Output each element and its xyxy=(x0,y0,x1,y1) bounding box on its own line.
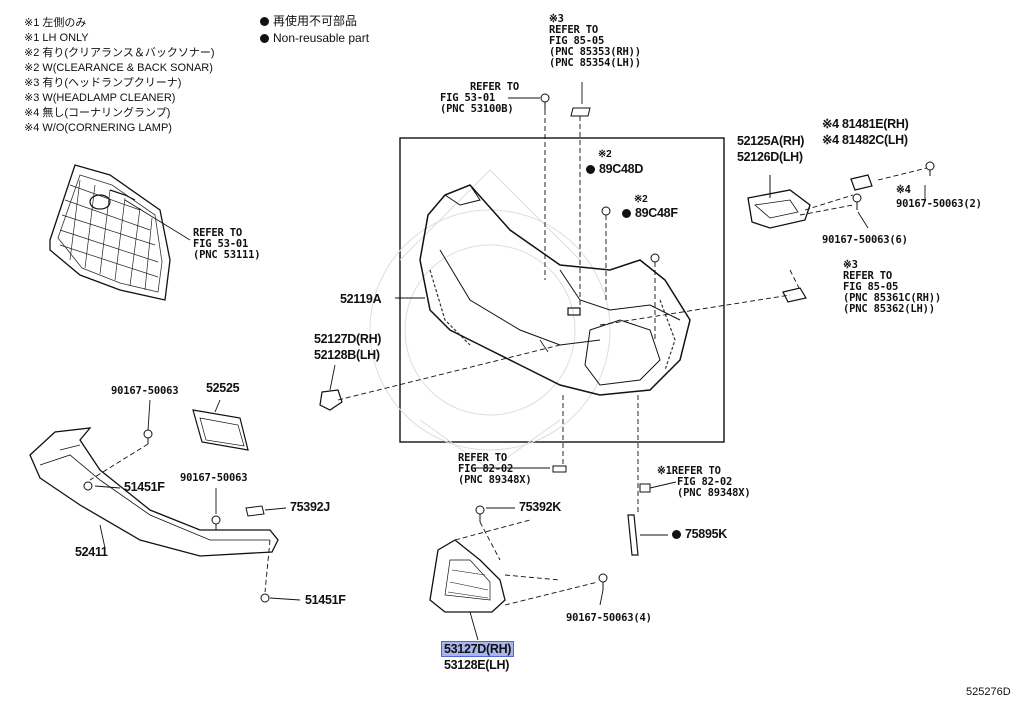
side-retainer-drawing xyxy=(747,175,811,229)
refer-line: FIG 53-01 xyxy=(193,238,249,250)
refer-fig82-02-right: ※1REFER TO FIG 82-02 (PNC 89348X) xyxy=(657,466,751,499)
part-note-mark: ※2 xyxy=(598,149,612,160)
part-label-52127d[interactable]: 52127D(RH) xyxy=(314,332,382,346)
tow-hook-cover-drawing xyxy=(319,389,343,411)
part-label-75895k[interactable]: 75895K xyxy=(672,527,727,541)
part-number: 89C48F xyxy=(635,206,678,220)
part-label-81482c[interactable]: ※4 81482C(LH) xyxy=(822,133,908,147)
refer-line: (PNC 53100B) xyxy=(440,103,514,115)
part-label-52126d[interactable]: 52126D(LH) xyxy=(737,150,803,164)
legend-note: ※3 W(HEADLAMP CLEANER) xyxy=(24,92,176,104)
part-label-90167-b[interactable]: 90167-50063 xyxy=(180,472,248,484)
part-label-90167-4[interactable]: 90167-50063(4) xyxy=(566,612,652,624)
part-label-75392j[interactable]: 75392J xyxy=(290,500,330,514)
refer-line: FIG 82-02 xyxy=(677,476,733,488)
refer-fig53-01-top: REFER TO FIG 53-01 (PNC 53100B) xyxy=(440,82,519,115)
headlamp-cleaner-cap-drawing xyxy=(782,287,807,303)
refer-line: FIG 82-02 xyxy=(458,463,514,475)
diagram-id: 525276D xyxy=(966,686,1011,698)
refer-fig85-05-right: ※3 REFER TO FIG 85-05 (PNC 85361C(RH)) (… xyxy=(843,260,941,315)
watermark-emblem xyxy=(369,169,611,471)
legend-note: ※1 左側のみ xyxy=(24,17,87,29)
part-label-52411[interactable]: 52411 xyxy=(75,545,108,559)
refer-text: REFER TO xyxy=(671,465,721,477)
legend-text: Non-reusable part xyxy=(273,31,370,45)
front-bumper-cover-drawing xyxy=(419,184,691,396)
part-label-51451f-b[interactable]: 51451F xyxy=(305,593,346,607)
note-mark: ※1 xyxy=(657,465,672,477)
part-label-90167-a[interactable]: 90167-50063 xyxy=(111,385,179,397)
refer-line: FIG 53-01 xyxy=(440,92,496,104)
legend-note: ※4 W/O(CORNERING LAMP) xyxy=(24,122,172,134)
refer-line: FIG 85-05 xyxy=(549,35,605,47)
leader-lines xyxy=(94,82,926,641)
legend-note: ※4 無し(コーナリングランプ) xyxy=(24,107,171,119)
legend-text: 再使用不可部品 xyxy=(273,14,358,28)
nonreusable-dot-icon xyxy=(586,165,595,174)
part-label-52128b[interactable]: 52128B(LH) xyxy=(314,348,380,362)
refer-line: REFER TO xyxy=(549,24,598,36)
lower-spoiler-drawing xyxy=(29,427,279,557)
part-label-81481e[interactable]: ※4 81481E(RH) xyxy=(822,117,909,131)
refer-line: REFER TO xyxy=(470,81,519,93)
legend-nonreusable-en: Non-reusable part xyxy=(260,32,369,44)
molding-75895k-drawing xyxy=(627,514,639,556)
refer-line: (PNC 85362(LH)) xyxy=(843,303,935,315)
part-label-89c48d[interactable]: 89C48D xyxy=(586,162,643,176)
refer-line: REFER TO xyxy=(843,270,892,282)
refer-line: ※3 xyxy=(843,259,858,271)
part-label-89c48f[interactable]: 89C48F xyxy=(622,206,678,220)
refer-fig82-02-center: REFER TO FIG 82-02 (PNC 89348X) xyxy=(458,452,532,486)
part-label-75392k[interactable]: 75392K xyxy=(519,500,561,514)
part-number: 75895K xyxy=(685,527,727,541)
nonreusable-dot-icon xyxy=(260,17,269,26)
refer-line: REFER TO xyxy=(458,452,507,464)
legend-nonreusable-jp: 再使用不可部品 xyxy=(260,15,357,27)
part-note-mark: ※2 xyxy=(634,194,648,205)
nonreusable-dot-icon xyxy=(622,209,631,218)
grille-drawing xyxy=(49,164,191,301)
refer-line: REFER TO xyxy=(193,227,242,239)
part-label-53128e[interactable]: 53128E(LH) xyxy=(444,658,510,672)
refer-line: (PNC 89348X) xyxy=(677,487,751,499)
nonreusable-dot-icon xyxy=(672,530,681,539)
connection-lines xyxy=(89,110,928,606)
part-label-52125a[interactable]: 52125A(RH) xyxy=(737,134,805,148)
legend-notes: ※1 左側のみ ※1 LH ONLY ※2 有り(クリアランス＆バックソナー) … xyxy=(24,16,215,136)
part-label-52525[interactable]: 52525 xyxy=(206,381,240,395)
refer-line: ※1REFER TO xyxy=(657,466,750,477)
fasteners xyxy=(83,93,935,603)
legend-note: ※1 LH ONLY xyxy=(24,32,89,44)
part-label-53127d[interactable]: 53127D(RH) xyxy=(440,641,515,657)
highlighted-part-number: 53127D(RH) xyxy=(440,641,515,657)
refer-line: (PNC 85353(RH)) xyxy=(549,46,641,58)
refer-fig53-01-grille: REFER TO FIG 53-01 (PNC 53111) xyxy=(193,227,261,261)
part-label-52119a[interactable]: 52119A xyxy=(340,292,382,306)
part-label-90167-6[interactable]: 90167-50063(6) xyxy=(822,234,908,246)
part-label-51451f-a[interactable]: 51451F xyxy=(124,480,165,494)
legend-note: ※2 W(CLEARANCE & BACK SONAR) xyxy=(24,62,213,74)
refer-line: (PNC 53111) xyxy=(193,249,261,261)
part-label-90167-2[interactable]: 90167-50063(2) xyxy=(896,198,982,210)
refer-line: FIG 85-05 xyxy=(843,281,899,293)
refer-line: (PNC 85361C(RH)) xyxy=(843,292,941,304)
refer-fig85-05-top: ※3 REFER TO FIG 85-05 (PNC 85353(RH)) (P… xyxy=(549,14,641,69)
legend-note: ※3 有り(ヘッドランプクリーナ) xyxy=(24,77,182,89)
part-number: 89C48D xyxy=(599,162,644,176)
legend-note: ※2 有り(クリアランス＆バックソナー) xyxy=(24,47,215,59)
refer-line: (PNC 85354(LH)) xyxy=(549,57,641,69)
part-note-mark: ※4 xyxy=(896,184,911,196)
refer-line: ※3 xyxy=(549,13,564,25)
nonreusable-dot-icon xyxy=(260,34,269,43)
fog-lamp-cover-drawing xyxy=(429,539,506,613)
clip-81481e-drawing xyxy=(850,174,873,191)
refer-line: (PNC 89348X) xyxy=(458,474,532,486)
bumper-frame-box xyxy=(399,137,725,443)
retainer-52525-drawing xyxy=(192,409,249,451)
